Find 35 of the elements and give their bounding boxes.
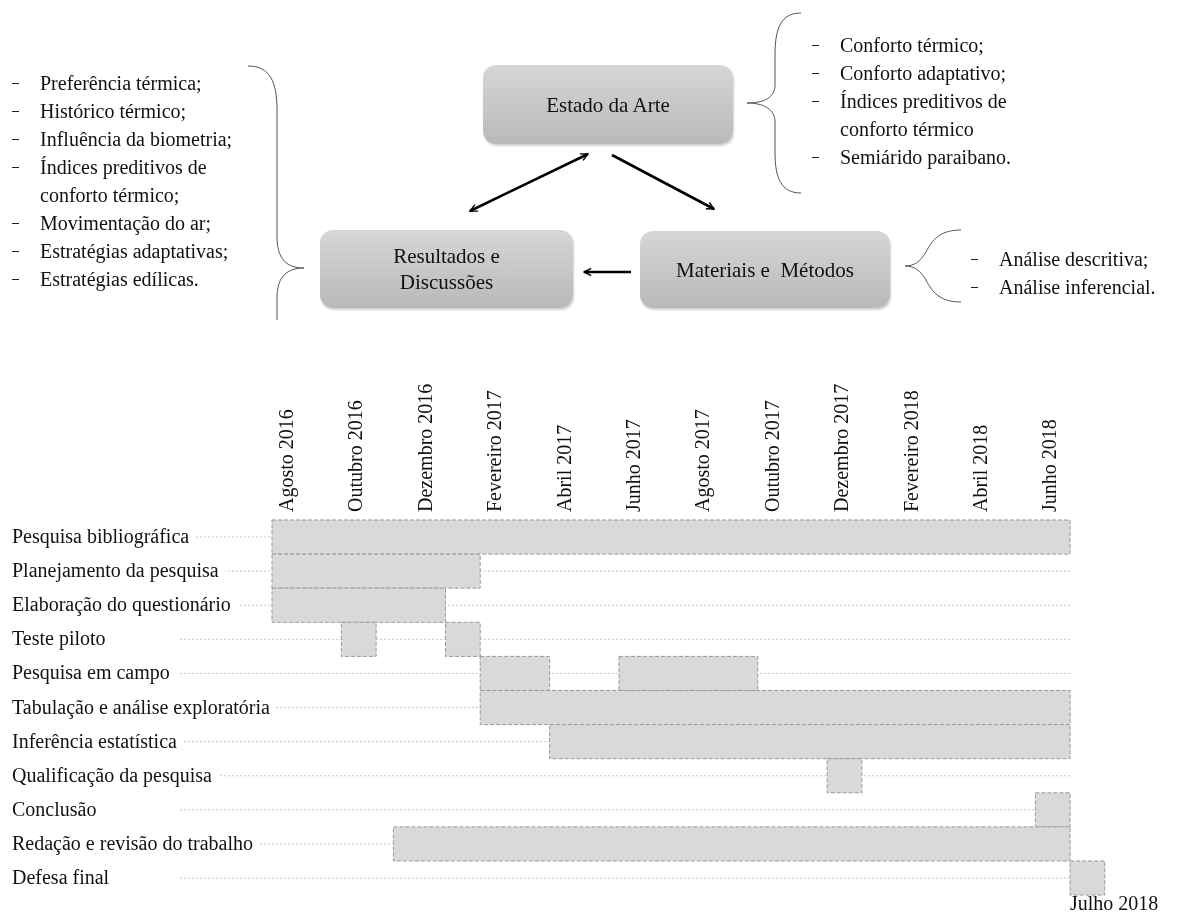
- month-label: Outubro 2016: [344, 400, 367, 512]
- month-label: Fevereiro 2018: [899, 390, 922, 512]
- process-box: [640, 231, 890, 308]
- bullet-text: Histórico térmico;: [40, 99, 188, 124]
- month-label: Julho 2018: [1070, 891, 1160, 916]
- bullet-text: Influência da biometria;: [40, 127, 234, 152]
- bullet-text: Índices preditivos de conforto térmico;: [40, 155, 208, 208]
- arrow: [611, 153, 715, 211]
- month-label: Dezembro 2017: [830, 383, 853, 512]
- bullet-text: Preferência térmica;: [40, 71, 203, 96]
- month-label: Agosto 2017: [691, 409, 714, 512]
- process-box: [320, 230, 573, 308]
- bullet-text: Análise inferencial.: [999, 275, 1157, 300]
- month-label: Abril 2018: [969, 424, 991, 512]
- bullet-text: Análise descritiva;: [999, 247, 1150, 272]
- month-label: Junho 2017: [622, 419, 644, 512]
- month-label: Dezembro 2016: [413, 383, 436, 512]
- month-label: Junho 2018: [1038, 419, 1061, 512]
- bullet-text: Movimentação do ar;: [40, 211, 213, 237]
- bullet-text: Conforto adaptativo;: [840, 61, 1008, 87]
- bullet-text: Estratégias adaptativas;: [40, 239, 230, 265]
- bullet-text: Semiárido paraibano.: [840, 145, 1013, 171]
- process-box: [483, 65, 733, 144]
- node-label: Estado da Arte: [546, 91, 670, 118]
- node-label: Materiais e Métodos: [676, 256, 854, 283]
- month-label: Abril 2017: [552, 424, 575, 512]
- arrow: [583, 267, 631, 277]
- month-label: Fevereiro 2017: [483, 390, 506, 512]
- bullet-text: Conforto térmico;: [840, 33, 985, 58]
- bullet-text: Índices preditivos de conforto térmico: [840, 89, 1008, 142]
- double-arrow: [469, 152, 589, 213]
- month-label: Agosto 2016: [275, 409, 297, 512]
- month-label: Outubro 2017: [760, 400, 783, 512]
- node-label: Resultados e Discussões: [392, 243, 501, 295]
- bullet-text: Estratégias edílicas.: [40, 267, 200, 293]
